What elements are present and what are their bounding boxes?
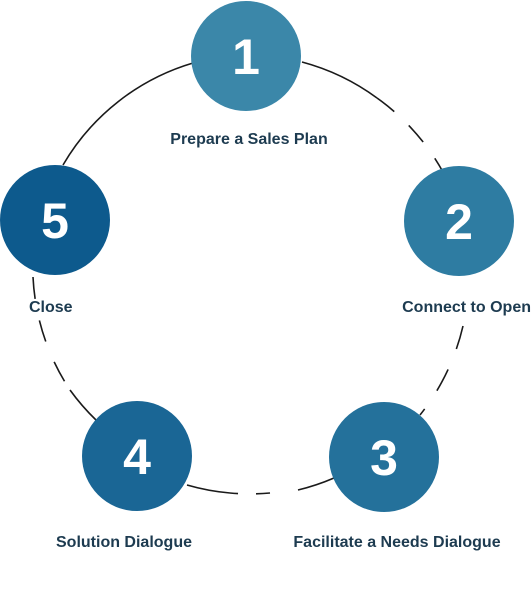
ring-arc-3-4-dashed	[229, 492, 271, 495]
step-2-circle	[404, 166, 514, 276]
step-2-number: 2	[445, 194, 473, 250]
step-3-circle	[329, 402, 439, 512]
ring-arc-4-5-dashed	[32, 276, 71, 391]
step-1: 1 Prepare a Sales Plan	[170, 1, 328, 148]
ring-arc-3-4-solid-b	[186, 484, 231, 494]
ring-arc-2-3-dashed	[419, 325, 464, 416]
step-4-number: 4	[123, 429, 151, 485]
step-5-number: 5	[41, 193, 69, 249]
step-3: 3 Facilitate a Needs Dialogue	[293, 402, 501, 551]
step-1-label: Prepare a Sales Plan	[170, 131, 327, 148]
cycle-ring	[32, 61, 464, 495]
step-1-number: 1	[232, 29, 260, 85]
step-2: 2 Connect to Open	[402, 166, 531, 316]
ring-arc-3-4-solid-a	[297, 477, 335, 491]
step-5-label: Close	[29, 299, 73, 316]
ring-arc-4-5-solid	[69, 389, 97, 421]
step-3-number: 3	[370, 430, 398, 486]
step-4-circle	[82, 401, 192, 511]
step-2-label: Connect to Open	[402, 299, 531, 316]
ring-arc-1-2-dashed	[376, 97, 444, 173]
ring-arc-1-2-solid	[301, 61, 378, 99]
step-4-label: Solution Dialogue	[56, 534, 192, 551]
step-4: 4 Solution Dialogue	[56, 401, 192, 551]
step-3-label: Facilitate a Needs Dialogue	[293, 534, 500, 551]
step-5-circle	[0, 165, 110, 275]
ring-arc-5-1	[62, 62, 194, 166]
step-5: 5 Close	[0, 165, 110, 316]
step-1-circle	[191, 1, 301, 111]
